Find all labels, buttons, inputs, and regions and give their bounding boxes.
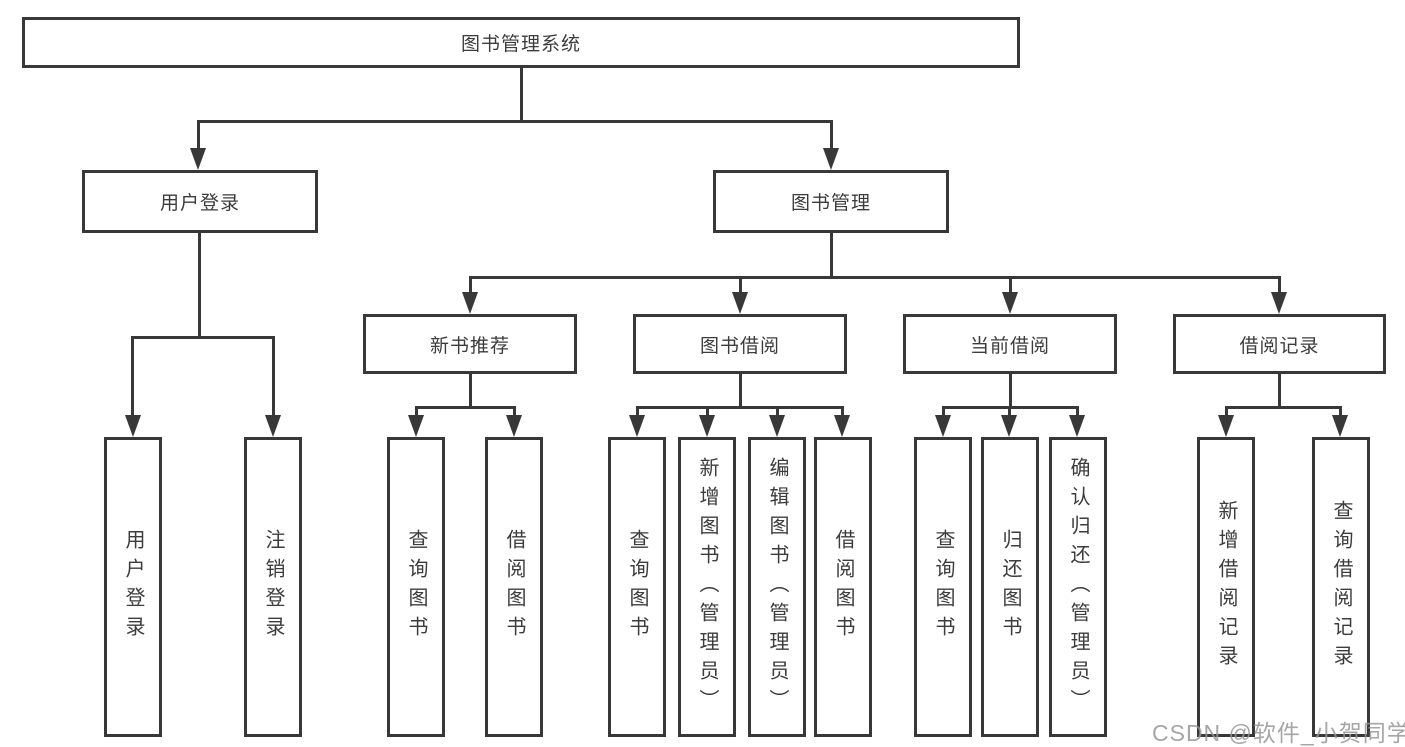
connector-line: [513, 406, 516, 416]
arrow-down: [1001, 415, 1017, 437]
leaf-label: 新增借阅记录: [1215, 500, 1237, 674]
connector-line: [469, 374, 472, 408]
leaf-add-borrow-record: 新增借阅记录: [1197, 437, 1255, 737]
leaf-user-login: 用户登录: [104, 437, 162, 737]
leaf-confirm-return-admin: 确认归还（管理员）: [1049, 437, 1107, 737]
arrow-down: [190, 148, 206, 170]
connector-line: [739, 276, 742, 294]
leaf-label: 查询图书: [626, 529, 648, 645]
arrow-down: [265, 415, 281, 437]
csdn-watermark: CSDN @软件_小贺同学: [1152, 720, 1405, 746]
connector-line: [520, 68, 523, 122]
connector-line: [1225, 406, 1228, 416]
leaf-label: 借阅图书: [832, 529, 854, 645]
arrow-down: [125, 415, 141, 437]
connector-line: [1009, 374, 1012, 408]
connector-line: [830, 120, 833, 150]
leaf-label: 确认归还（管理员）: [1067, 456, 1089, 718]
leaf-query-books-current: 查询图书: [914, 437, 972, 737]
connector-line: [272, 336, 275, 416]
connector-line: [197, 120, 833, 123]
connector-line: [198, 233, 201, 339]
connector-line: [415, 406, 418, 416]
connector-line: [1076, 406, 1079, 416]
connector-line: [1225, 406, 1342, 409]
connector-line: [1278, 276, 1281, 294]
connector-line: [197, 120, 200, 150]
connector-line: [776, 406, 779, 416]
arrow-down: [699, 415, 715, 437]
arrow-down: [823, 148, 839, 170]
leaf-logout: 注销登录: [244, 437, 302, 737]
connector-line: [1009, 276, 1012, 294]
leaf-borrow-books-newbook: 借阅图书: [485, 437, 543, 737]
arrow-down: [1218, 415, 1234, 437]
connector-line: [1278, 374, 1281, 408]
node-book-borrowing: 图书借阅: [633, 314, 847, 374]
leaf-label: 查询借阅记录: [1330, 500, 1352, 674]
connector-line: [1339, 406, 1342, 416]
node-label: 图书管理系统: [460, 34, 581, 55]
connector-line: [131, 336, 274, 339]
node-book-management: 图书管理: [713, 170, 949, 233]
arrow-down: [769, 415, 785, 437]
arrow-down: [1332, 415, 1348, 437]
arrow-down: [1069, 415, 1085, 437]
node-label: 图书借阅: [699, 335, 780, 357]
connector-line: [739, 374, 742, 408]
connector-line: [841, 406, 844, 416]
node-label: 新书推荐: [429, 335, 510, 357]
node-current-borrowing: 当前借阅: [903, 314, 1117, 374]
leaf-label: 查询图书: [405, 529, 427, 645]
arrow-down: [935, 415, 951, 437]
arrow-down: [629, 415, 645, 437]
leaf-borrow-books: 借阅图书: [814, 437, 872, 737]
connector-line: [706, 406, 709, 416]
leaf-label: 用户登录: [122, 529, 144, 645]
arrow-down: [408, 415, 424, 437]
connector-line: [942, 406, 945, 416]
arrow-down: [732, 292, 748, 314]
connector-line: [1008, 406, 1011, 416]
arrow-down: [462, 292, 478, 314]
connector-line: [131, 336, 134, 416]
node-borrowing-records: 借阅记录: [1173, 314, 1386, 374]
connector-line: [636, 406, 844, 409]
leaf-label: 查询图书: [932, 529, 954, 645]
leaf-query-books-newbook: 查询图书: [387, 437, 445, 737]
node-user-login: 用户登录: [82, 170, 318, 233]
leaf-return-books: 归还图书: [981, 437, 1039, 737]
connector-line: [469, 276, 472, 294]
connector-line: [830, 233, 833, 278]
leaf-label: 新增图书（管理员）: [696, 456, 718, 718]
leaf-label: 编辑图书（管理员）: [766, 456, 788, 718]
arrow-down: [1002, 292, 1018, 314]
node-library-management-system: 图书管理系统: [22, 17, 1020, 68]
node-label: 当前借阅: [969, 335, 1050, 357]
node-new-book-recommendation: 新书推荐: [363, 314, 577, 374]
leaf-add-books-admin: 新增图书（管理员）: [678, 437, 736, 737]
connector-line: [636, 406, 639, 416]
node-label: 图书管理: [790, 193, 871, 214]
leaf-label: 借阅图书: [503, 529, 525, 645]
arrow-down: [834, 415, 850, 437]
connector-line: [415, 406, 516, 409]
arrow-down: [1271, 292, 1287, 314]
node-label: 借阅记录: [1239, 335, 1320, 357]
arrow-down: [506, 415, 522, 437]
leaf-label: 归还图书: [999, 529, 1021, 645]
leaf-label: 注销登录: [262, 529, 284, 645]
node-label: 用户登录: [159, 193, 240, 214]
connector-line: [469, 276, 1281, 279]
leaf-edit-books-admin: 编辑图书（管理员）: [748, 437, 806, 737]
leaf-query-borrow-record: 查询借阅记录: [1312, 437, 1370, 737]
leaf-query-books-borrow: 查询图书: [608, 437, 666, 737]
